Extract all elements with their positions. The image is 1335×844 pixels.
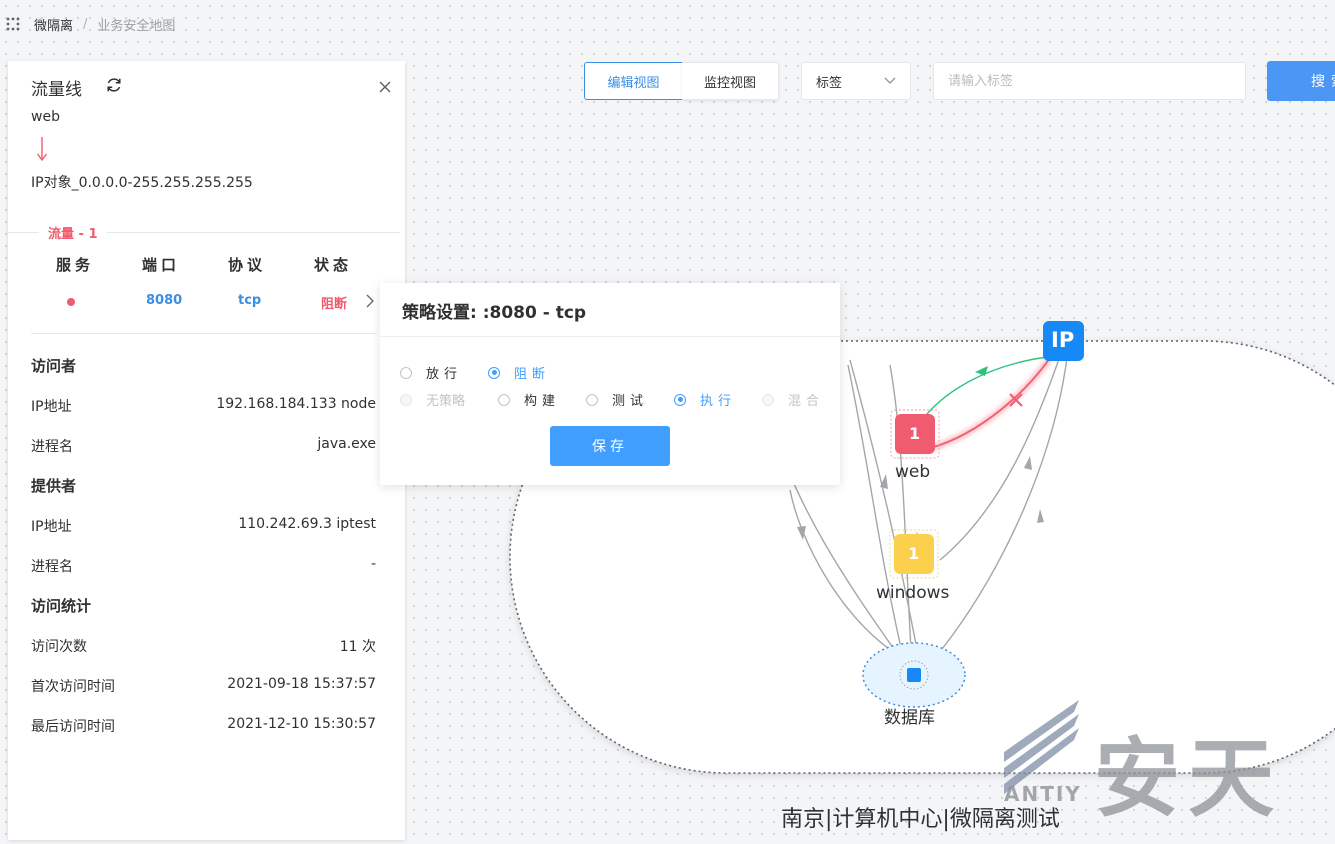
radio-circle <box>400 393 412 406</box>
radio-build-label: 构建 <box>524 394 561 409</box>
web-node[interactable] <box>890 409 940 459</box>
windows-node-label: windows <box>876 583 950 603</box>
tag-input[interactable] <box>933 62 1246 100</box>
breadcrumb-root[interactable]: 微隔离 <box>34 18 74 34</box>
provider-process-value: - <box>370 556 376 572</box>
tag-select-value: 标签 <box>816 75 843 91</box>
web-node-count: 1 <box>909 424 921 443</box>
web-node-label: web <box>895 462 931 482</box>
radio-test-label: 测试 <box>612 394 649 409</box>
zone-label: 南京|计算机中心|微隔离测试 <box>781 807 1060 832</box>
save-button[interactable]: 保存 <box>550 426 670 466</box>
tag-select[interactable]: 标签 <box>801 62 911 100</box>
database-node-label: 数据库 <box>884 708 935 728</box>
radio-allow[interactable]: 放行 <box>400 363 462 382</box>
radio-test[interactable]: 测试 <box>586 390 648 409</box>
breadcrumb-separator: / <box>83 16 88 32</box>
allowed-flow-arrow <box>975 366 988 376</box>
row-port: 8080 <box>146 293 183 308</box>
refresh-icon[interactable] <box>105 76 123 94</box>
first-visit-label: 首次访问时间 <box>31 679 115 695</box>
radio-circle[interactable] <box>498 393 510 406</box>
radio-mixed: 混合 <box>762 390 824 409</box>
first-visit-value: 2021-09-18 15:37:57 <box>227 676 376 692</box>
header-service: 服务 <box>56 256 95 274</box>
radio-circle[interactable] <box>586 393 598 406</box>
row-status[interactable]: 阻断 <box>321 297 348 312</box>
row-protocol: tcp <box>238 293 262 308</box>
visit-count-label: 访问次数 <box>31 639 87 655</box>
windows-node-count: 1 <box>908 544 920 563</box>
radio-no-policy: 无策略 <box>400 390 465 409</box>
radio-execute[interactable]: 执行 <box>674 390 736 409</box>
watermark-logo: 安天 ANTIY <box>1004 700 1335 840</box>
monitor-view-button[interactable]: 监控视图 <box>682 62 779 100</box>
service-status-dot <box>67 298 75 306</box>
radio-circle[interactable] <box>488 366 500 379</box>
flow-tag: 流量 - 1 <box>39 223 107 242</box>
radio-circle[interactable] <box>400 366 412 379</box>
radio-block[interactable]: 阻断 <box>488 363 550 382</box>
stats-section-title: 访问统计 <box>31 597 92 615</box>
watermark-brand: 安天 <box>1094 729 1282 829</box>
visitor-section-title: 访问者 <box>31 357 77 375</box>
visitor-process-label: 进程名 <box>31 439 73 455</box>
radio-execute-label: 执行 <box>700 394 737 409</box>
database-node[interactable] <box>862 642 966 708</box>
radio-allow-label: 放行 <box>426 367 463 382</box>
breadcrumb: 微隔离 / 业务安全地图 <box>6 10 175 38</box>
windows-node[interactable] <box>889 529 939 579</box>
flow-lines[interactable] <box>769 349 1069 666</box>
last-visit-value: 2021-12-10 15:30:57 <box>227 716 376 732</box>
visitor-process-value: java.exe <box>317 436 376 452</box>
block-x-icon <box>1009 393 1023 407</box>
header-status: 状态 <box>314 256 353 274</box>
visitor-ip-value: 192.168.184.133 node <box>216 396 376 412</box>
arrow-down-icon <box>36 137 48 162</box>
ip-node-label: IP <box>1051 328 1075 352</box>
close-icon[interactable] <box>378 80 392 94</box>
radio-build[interactable]: 构建 <box>498 390 560 409</box>
chevron-down-icon <box>884 77 896 84</box>
radio-block-label: 阻断 <box>514 367 551 382</box>
watermark-latin: ANTIY <box>1004 782 1082 806</box>
policy-title: 策略设置: :8080 - tcp <box>402 303 587 323</box>
provider-section-title: 提供者 <box>31 477 77 495</box>
last-visit-label: 最后访问时间 <box>31 719 115 735</box>
edit-view-button[interactable]: 编辑视图 <box>584 62 683 100</box>
provider-ip-label: IP地址 <box>31 519 72 535</box>
visitor-ip-label: IP地址 <box>31 399 72 415</box>
panel-title: 流量线 <box>31 80 82 100</box>
header-protocol: 协议 <box>228 256 267 274</box>
radio-mixed-label: 混合 <box>788 394 825 409</box>
radio-circle[interactable] <box>674 393 686 406</box>
flow-detail-panel: 流量线 web IP对象_0.0.0.0-255.255.255.255 流量 … <box>8 61 405 840</box>
radio-circle <box>762 393 774 406</box>
radio-no-policy-label: 无策略 <box>426 394 466 409</box>
ip-node[interactable] <box>1043 321 1084 361</box>
visit-count-value: 11 次 <box>339 639 376 655</box>
chevron-right-icon[interactable] <box>365 294 375 308</box>
provider-process-label: 进程名 <box>31 559 73 575</box>
divider <box>380 336 840 337</box>
apps-grid-icon[interactable] <box>6 17 20 31</box>
flow-target: IP对象_0.0.0.0-255.255.255.255 <box>31 175 253 191</box>
divider <box>31 333 377 334</box>
flow-source: web <box>31 109 60 125</box>
provider-ip-value: 110.242.69.3 iptest <box>238 516 376 532</box>
divider <box>8 232 400 233</box>
policy-popover: 策略设置: :8080 - tcp 放行 阻断 无策略 构建 测试 执行 混合 … <box>380 283 840 485</box>
breadcrumb-current: 业务安全地图 <box>97 18 176 34</box>
header-port: 端口 <box>142 256 181 274</box>
search-button[interactable]: 搜索 <box>1267 61 1335 101</box>
